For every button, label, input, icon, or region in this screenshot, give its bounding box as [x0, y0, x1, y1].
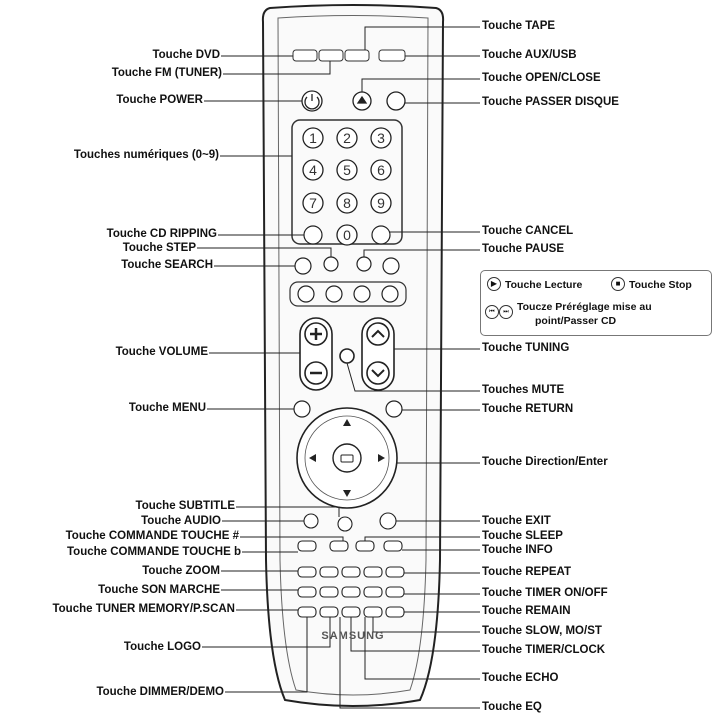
key-9-label: 9 [377, 195, 385, 211]
label-son: Touche SON MARCHE [98, 584, 220, 596]
label-cancel: Touche CANCEL [482, 225, 574, 237]
key-3-label: 3 [377, 130, 385, 146]
label-timer-onoff: Touche TIMER ON/OFF [482, 587, 608, 599]
label-step: Touche STEP [122, 242, 196, 254]
label-slow: Touche SLOW, MO/ST [482, 625, 602, 637]
label-direction: Touche Direction/Enter [482, 456, 608, 468]
label-eq: Touche EQ [482, 701, 542, 713]
ripping-row [303, 225, 391, 245]
legend-skip-label-1: Toucze Préréglage mise au [517, 301, 652, 313]
label-dimmer: Touche DIMMER/DEMO [96, 686, 224, 698]
volume-tuning [299, 317, 395, 391]
label-logo: Touche LOGO [123, 641, 201, 653]
label-sleep: Touche SLEEP [482, 530, 563, 542]
label-subtitle: Touche SUBTITLE [135, 500, 235, 512]
legend-stop-label: Touche Stop [629, 279, 692, 291]
label-fm: Touche FM (TUNER) [111, 67, 222, 79]
label-cmd-sharp: Touche COMMANDE TOUCHE # [65, 530, 239, 542]
key-0-label: 0 [343, 227, 351, 243]
label-exit: Touche EXIT [482, 515, 551, 527]
legend-skip-label-2: point/Passer CD [535, 315, 617, 327]
label-tape: Touche TAPE [482, 20, 556, 32]
label-cd-ripping: Touche CD RIPPING [106, 228, 217, 240]
label-menu: Touche MENU [128, 402, 206, 414]
label-zoom: Touche ZOOM [142, 565, 220, 577]
top-source-buttons [292, 49, 406, 62]
label-return: Touche RETURN [482, 403, 574, 415]
skip-forward-icon: ⏭ [499, 305, 513, 319]
key-1-label: 1 [309, 130, 317, 146]
stop-icon: ■ [611, 277, 625, 291]
label-tuner-mem: Touche TUNER MEMORY/P.SCAN [52, 603, 235, 615]
label-open: Touche OPEN/CLOSE [482, 72, 601, 84]
label-timer-clock: Touche TIMER/CLOCK [482, 644, 606, 656]
label-repeat: Touche REPEAT [482, 566, 572, 578]
playback-legend: ▶ Touche Lecture ■ Touche Stop ⏮ ⏭ Toucz… [480, 270, 712, 336]
brand-logo: SAMSUNG [321, 630, 385, 642]
direction-pad [296, 407, 398, 509]
label-echo: Touche ECHO [482, 672, 559, 684]
legend-play-label: Touche Lecture [505, 279, 583, 291]
leader-lines [197, 26, 480, 709]
label-search: Touche SEARCH [121, 259, 213, 271]
key-6-label: 6 [377, 162, 385, 178]
label-audio: Touche AUDIO [141, 515, 221, 527]
key-5-label: 5 [343, 162, 351, 178]
key-7-label: 7 [309, 195, 317, 211]
key-2-label: 2 [343, 130, 351, 146]
play-icon: ▶ [487, 277, 501, 291]
label-numeric: Touches numériques (0~9) [73, 149, 219, 161]
label-power: Touche POWER [116, 94, 203, 106]
label-tuning: Touche TUNING [482, 342, 570, 354]
key-8-label: 8 [343, 195, 351, 211]
label-mute: Touches MUTE [482, 384, 565, 396]
numeric-keypad [291, 119, 403, 246]
label-aux: Touche AUX/USB [482, 49, 577, 61]
label-dvd: Touche DVD [152, 49, 220, 61]
label-disc: Touche PASSER DISQUE [482, 96, 619, 108]
key-4-label: 4 [309, 162, 317, 178]
label-pause: Touche PAUSE [482, 243, 564, 255]
skip-back-icon: ⏮ [485, 305, 499, 319]
label-remain: Touche REMAIN [482, 605, 571, 617]
label-info: Touche INFO [482, 544, 553, 556]
label-volume: Touche VOLUME [115, 346, 208, 358]
label-cmd-b: Touche COMMANDE TOUCHE b [67, 546, 241, 558]
